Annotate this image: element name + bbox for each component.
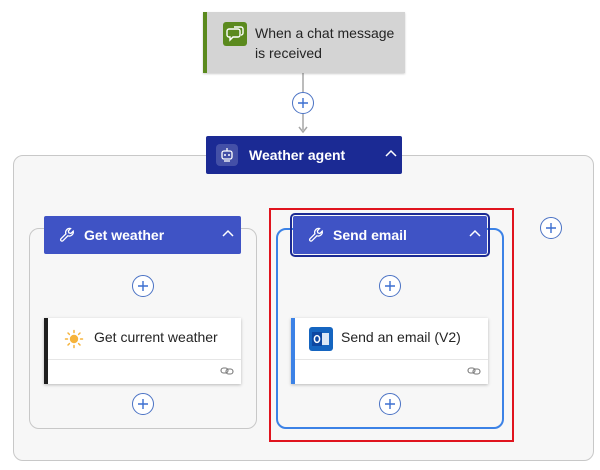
wrench-icon (58, 226, 76, 249)
plus-icon (138, 281, 148, 291)
link-icon (467, 364, 481, 382)
add-action-button[interactable] (132, 393, 154, 415)
add-tool-button[interactable] (540, 217, 562, 239)
plus-icon (385, 281, 395, 291)
trigger-card[interactable]: When a chat message is received (203, 12, 405, 73)
action-card-get-current-weather[interactable]: Get current weather (44, 318, 241, 384)
plus-icon (385, 399, 395, 409)
divider (295, 359, 488, 360)
collapse-tool-button[interactable] (220, 226, 236, 242)
action-title: Get current weather (94, 329, 218, 345)
trigger-title: When a chat message is received (255, 25, 395, 61)
collapse-tool-button[interactable] (467, 226, 483, 242)
link-icon (220, 364, 234, 382)
action-title: Send an email (V2) (341, 329, 461, 345)
divider (48, 359, 241, 360)
tool-header-send-email[interactable]: Send email (290, 213, 490, 257)
add-action-button[interactable] (132, 275, 154, 297)
add-step-button[interactable] (292, 92, 314, 114)
chevron-up-icon (222, 229, 234, 237)
outlook-icon (309, 327, 333, 356)
wrench-icon (307, 226, 325, 249)
collapse-agent-button[interactable] (383, 146, 399, 162)
add-action-button[interactable] (379, 393, 401, 415)
tool-title: Send email (333, 227, 407, 243)
agent-title: Weather agent (249, 147, 346, 163)
plus-icon (298, 98, 308, 108)
tool-title: Get weather (84, 227, 165, 243)
selection-highlight (269, 208, 514, 442)
add-action-button[interactable] (379, 275, 401, 297)
plus-icon (138, 399, 148, 409)
action-card-send-an-email[interactable]: Send an email (V2) (291, 318, 488, 384)
chat-icon (223, 22, 247, 46)
chevron-up-icon (385, 149, 397, 157)
plus-icon (546, 223, 556, 233)
tool-header-get-weather[interactable]: Get weather (44, 216, 241, 254)
robot-icon (216, 144, 238, 166)
chevron-up-icon (469, 229, 481, 237)
sun-icon (64, 329, 84, 354)
agent-header[interactable]: Weather agent (206, 136, 402, 174)
